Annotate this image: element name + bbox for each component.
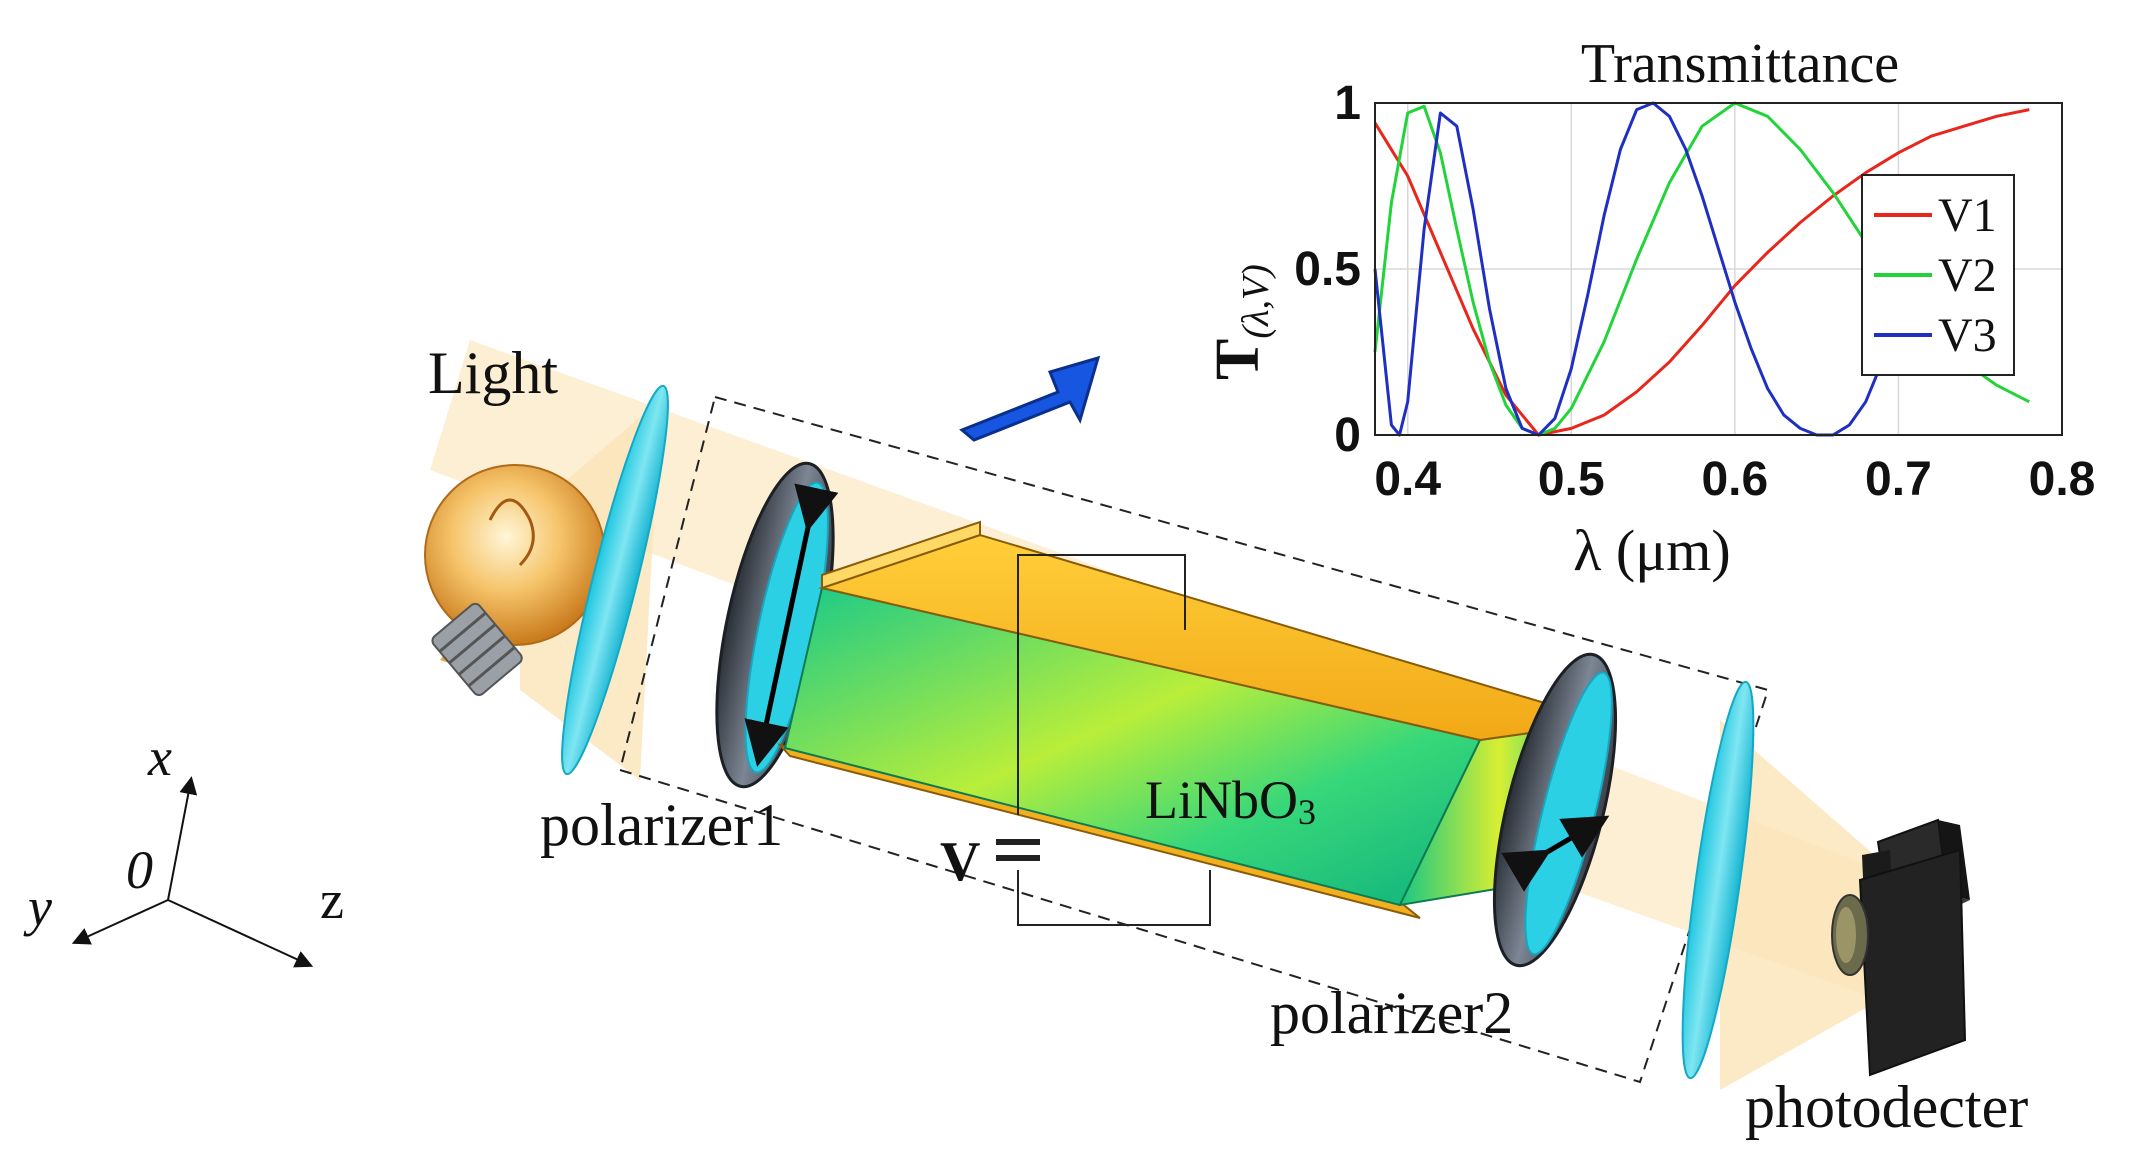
x-tick-label: 0.5 — [1538, 453, 1605, 506]
input-plate — [561, 384, 669, 776]
label-voltage: V — [940, 831, 980, 893]
x-tick-label: 0.8 — [2029, 453, 2096, 506]
axis-label-y: y — [23, 877, 52, 937]
label-crystal: LiNbO3 — [1145, 770, 1316, 832]
axis-origin: 0 — [126, 840, 153, 900]
axis-label-z: z — [320, 870, 344, 930]
photodetector-icon — [1831, 818, 1970, 1077]
label-photodetector: photodecter — [1745, 1074, 2028, 1140]
light-cone-detector — [1720, 720, 1880, 1090]
voltage-circuit — [996, 554, 1211, 926]
chart-ticks: 0.4 0.5 0.6 0.7 0.8 0 0.5 1 — [1294, 77, 2095, 506]
legend-label: V3 — [1938, 309, 1997, 362]
x-tick-label: 0.7 — [1865, 453, 1932, 506]
axes-triad — [71, 776, 314, 968]
y-tick-label: 0 — [1334, 409, 1361, 462]
enclosure-box — [618, 395, 1770, 1084]
transmittance-chart: Transmittance 0.4 0.5 0.6 0.7 0.8 0 0.5 1 λ (μm… — [1204, 33, 2095, 583]
chart-ylabel: T(λ,V) — [1204, 264, 1277, 380]
y-tick-label: 1 — [1334, 77, 1361, 130]
inset-pointer-arrow — [959, 355, 1101, 442]
output-plate — [1681, 680, 1755, 1080]
chart-title: Transmittance — [1581, 33, 1899, 95]
chart-frame — [1374, 102, 2063, 436]
label-polarizer1: polarizer1 — [540, 792, 783, 858]
legend-label: V1 — [1938, 189, 1997, 242]
legend-label: V2 — [1938, 249, 1997, 302]
label-light: Light — [428, 340, 558, 406]
polarizer2 — [1492, 652, 1618, 968]
axis-label-x: x — [147, 727, 172, 787]
x-tick-label: 0.4 — [1374, 453, 1441, 506]
series-line-v3 — [1373, 101, 1900, 437]
light-bulb-icon — [424, 464, 606, 697]
x-tick-label: 0.6 — [1701, 453, 1768, 506]
series-line-v1 — [1373, 108, 2030, 437]
y-tick-label: 0.5 — [1294, 243, 1361, 296]
chart-xlabel: λ (μm) — [1573, 518, 1730, 583]
label-polarizer2: polarizer2 — [1270, 980, 1513, 1046]
